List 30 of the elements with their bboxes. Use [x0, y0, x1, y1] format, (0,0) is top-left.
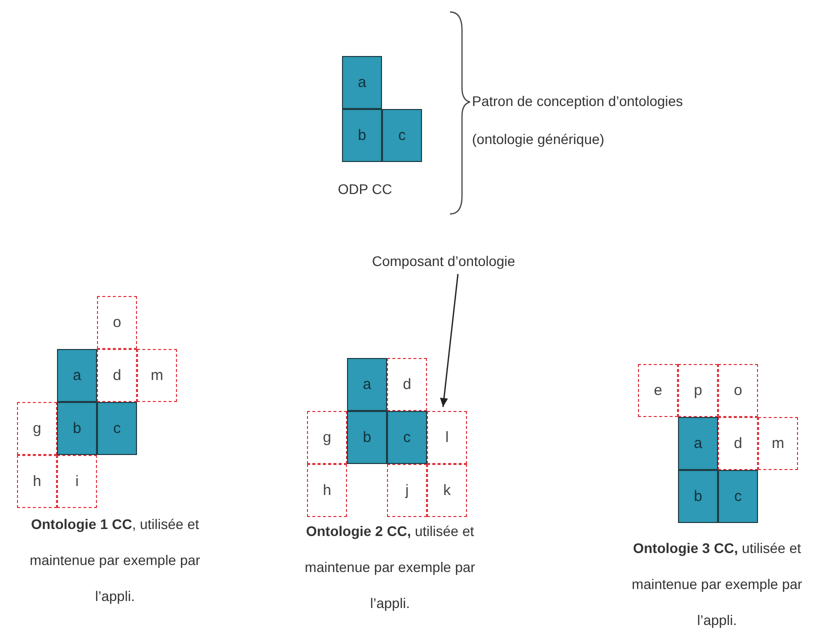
filled-cell: a — [342, 56, 382, 109]
dashed-cell: h — [17, 455, 57, 508]
filled-cell: c — [382, 109, 422, 162]
caption: Ontologie 1 CC, utilisée et maintenue par exemple par l’appli. — [28, 515, 202, 606]
filled-cell: a — [57, 349, 97, 402]
dashed-cell: m — [137, 349, 177, 402]
dashed-cell: l — [427, 411, 467, 464]
annotation-text: Composant d’ontologie — [372, 252, 516, 270]
dashed-cell: o — [718, 364, 758, 417]
filled-cell: a — [678, 417, 718, 470]
filled-cell: c — [387, 411, 427, 464]
dashed-cell: o — [97, 296, 137, 349]
filled-cell: b — [342, 109, 382, 162]
annotation-text: Patron de conception d’ontologies (ontologie générique) — [472, 92, 684, 149]
dashed-cell: i — [57, 455, 97, 508]
filled-cell: b — [347, 411, 387, 464]
caption: Ontologie 2 CC, utilisée et maintenue par exemple par l’appli. — [304, 522, 476, 613]
filled-cell: b — [57, 402, 97, 455]
filled-cell: c — [718, 470, 758, 523]
filled-cell: c — [97, 402, 137, 455]
dashed-cell: j — [387, 464, 427, 517]
filled-cell: a — [347, 358, 387, 411]
dashed-cell: k — [427, 464, 467, 517]
caption: ODP CC — [336, 180, 394, 198]
dashed-cell: h — [307, 464, 347, 517]
caption: Ontologie 3 CC, utilisée et maintenue par exemple par l’appli. — [630, 539, 804, 630]
dashed-cell: m — [758, 417, 798, 470]
leader-arrow — [440, 274, 459, 408]
dashed-cell: e — [638, 364, 678, 417]
filled-cell: b — [678, 470, 718, 523]
